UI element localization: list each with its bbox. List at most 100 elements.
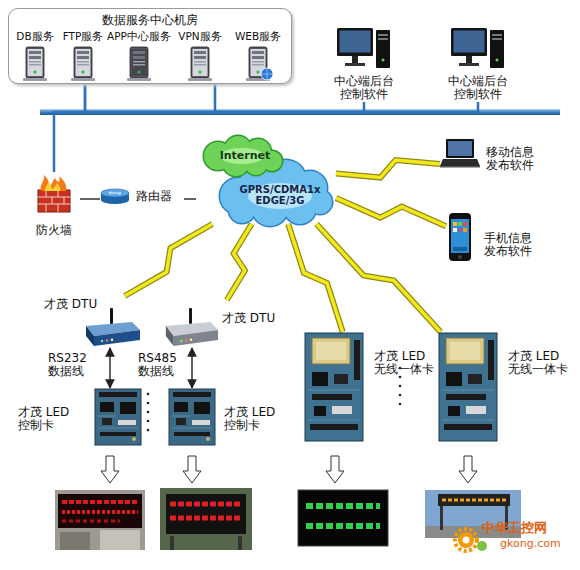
art-rect (188, 78, 212, 81)
art-circle (463, 537, 470, 544)
art-g (204, 136, 282, 176)
art-rect (58, 494, 142, 528)
art-circle (147, 402, 150, 405)
bolt-outline (227, 224, 252, 300)
art-rect (118, 420, 136, 425)
art-rect (169, 389, 215, 445)
art-rect (166, 494, 246, 534)
node-label: 才茂 LED 无线一体卡 (374, 350, 438, 376)
node-label: 中心端后台 控制软件 (436, 75, 520, 101)
art-rect (334, 374, 348, 384)
art-rect (38, 190, 70, 212)
art-rect (76, 49, 91, 76)
art-rect (252, 51, 264, 54)
bolt-outline (317, 224, 441, 332)
art-rect (446, 372, 462, 386)
art-circle (111, 339, 113, 341)
network-cloud: InternetGPRS/CDMA1x EDGE/3G (196, 136, 336, 224)
art-rect (448, 141, 472, 156)
node-label: 才茂 DTU (44, 298, 108, 311)
node-label: Internet (210, 150, 280, 162)
art-rect (453, 228, 457, 232)
art-rect (376, 30, 390, 68)
art-rect (194, 56, 206, 59)
art-rect (340, 31, 371, 53)
art-rect (133, 56, 145, 59)
connector-line (184, 198, 196, 199)
art-rect (354, 340, 360, 380)
art-rect (448, 406, 460, 416)
art-rect (174, 402, 188, 412)
art-rect (458, 222, 462, 226)
art-circle (399, 403, 402, 406)
art-rect (314, 406, 326, 416)
art-line (62, 520, 120, 523)
node-label: 才茂 LED 无线一体卡 (508, 350, 572, 376)
art-rect (173, 392, 211, 397)
art-rect (440, 506, 443, 530)
device-icon (162, 308, 220, 346)
art-circle (190, 339, 192, 341)
art-circle (132, 437, 136, 441)
device-icon (94, 388, 142, 446)
wireless-bolt (336, 198, 446, 226)
art-path (41, 175, 67, 191)
art-circle (33, 70, 36, 73)
led-control-card: 才茂 LED 控制卡 (18, 388, 142, 448)
art-rect (463, 222, 467, 226)
node-label: 移动信息 发布软件 (486, 146, 550, 172)
art-rect (100, 530, 140, 550)
art-rect (189, 308, 192, 324)
bolt-core (125, 224, 213, 296)
art-rect (133, 61, 145, 63)
node-label: VPN服务 (174, 30, 226, 42)
device-icon (68, 46, 98, 82)
art-circle (180, 340, 182, 342)
art-rect (450, 342, 480, 360)
led-wireless-card: 才茂 LED 无线一体卡 (438, 332, 572, 444)
device-icon (450, 26, 506, 72)
node-label: 中心端后台 控制软件 (322, 75, 406, 101)
art-rect (316, 342, 346, 360)
art-path (45, 182, 60, 191)
art-rect (466, 56, 472, 63)
art-rect (492, 34, 502, 36)
art-polygon (174, 330, 218, 346)
art-line (170, 502, 242, 507)
art-circle (399, 394, 402, 397)
art-rect (454, 31, 485, 53)
server-icon: APP中心服务 (104, 30, 174, 82)
art-rect (459, 63, 479, 66)
art-rect (127, 78, 151, 81)
art-line (306, 523, 380, 529)
art-rect (490, 30, 504, 68)
art-rect (77, 61, 89, 63)
art-svg (450, 26, 506, 72)
art-rect (488, 340, 494, 380)
art-circle (206, 437, 210, 441)
node-label: 手机信息 发布软件 (484, 232, 546, 258)
art-rect (194, 402, 210, 414)
art-rect (298, 490, 388, 546)
art-polygon (166, 326, 174, 346)
art-svg (440, 138, 480, 168)
art-rect (352, 56, 358, 63)
art-path (38, 190, 70, 212)
art-rect (133, 51, 145, 54)
node-label: DB服务 (12, 30, 58, 42)
connector-line (109, 348, 110, 388)
art-path (172, 416, 212, 428)
art-rect (446, 338, 484, 364)
art-rect (29, 64, 41, 66)
art-circle (147, 429, 150, 432)
art-svg (438, 332, 498, 442)
node-label: FTP服务 (60, 30, 106, 42)
art-rect (110, 308, 113, 324)
bolt-outline (125, 224, 213, 296)
server-icon: FTP服务 (60, 30, 106, 82)
pc-icon: 中心端后台 控制软件 (436, 26, 520, 102)
art-svg (243, 46, 273, 82)
server-icon: DB服务 (12, 30, 58, 82)
